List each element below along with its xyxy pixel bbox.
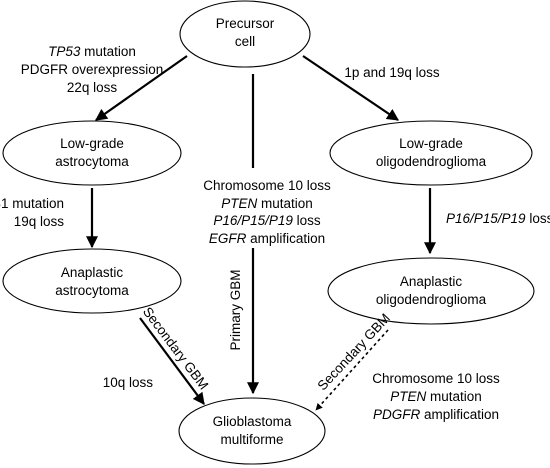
label-tp53-mutation: TP53 mutation [48,44,136,59]
node-low-grade-astrocytoma: Low-grade astrocytoma [2,120,182,186]
edge-precursor-to-low-grade-oligodendroglioma [302,55,399,121]
label-1p-19q-loss: 1p and 19q loss [344,65,440,80]
label-chromosome-10-loss-oligo: Chromosome 10 loss [372,371,500,386]
edge-anaplastic-astro-to-gbm [139,317,205,405]
node-anaplastic-astrocytoma-line-2: astrocytoma [55,283,129,298]
label-pten-mutation: PTEN mutation [221,196,313,211]
node-low-grade-oligodendroglioma: Low-grade oligodendroglioma [329,120,533,186]
label-precursor-to-astrocytoma: TP53 mutation PDGFR overexpression 22q l… [21,44,164,95]
node-glioblastoma-multiforme: Glioblastoma multiforme [178,397,326,465]
node-glioblastoma-multiforme-line-2: multiforme [220,432,283,447]
label-oligo-to-gbm-alterations: Chromosome 10 loss PTEN mutation PDGFR a… [372,371,500,422]
label-pdgfr-amplification: PDGFR amplification [373,407,499,422]
label-rb1-mutation: RB1 mutation [0,196,64,211]
label-19q-loss: 19q loss [14,214,65,229]
label-egfr-amplification: EGFR amplification [209,231,325,246]
node-anaplastic-oligodendroglioma-line-1: Anaplastic [400,274,463,289]
node-low-grade-astrocytoma-line-2: astrocytoma [55,154,129,169]
node-low-grade-astrocytoma-line-1: Low-grade [60,136,124,151]
label-primary-path-alterations: Chromosome 10 loss PTEN mutation P16/P15… [203,178,331,246]
label-primary-gbm: Primary GBM [228,270,243,351]
edge-precursor-to-low-grade-astrocytoma [95,55,188,121]
node-low-grade-oligodendroglioma-line-1: Low-grade [399,136,463,151]
label-p16-p15-p19-loss: P16/P15/P19 loss [213,213,321,228]
node-anaplastic-oligodendroglioma-line-2: oligodendroglioma [376,292,487,307]
label-pdgfr-overexpression: PDGFR overexpression [21,62,164,77]
label-astrocytoma-progression: RB1 mutation 19q loss [0,196,64,229]
label-10q-loss: 10q loss [103,375,154,390]
label-22q-loss: 22q loss [67,80,118,95]
node-glioblastoma-multiforme-line-1: Glioblastoma [213,414,292,429]
node-anaplastic-astrocytoma: Anaplastic astrocytoma [2,248,182,314]
node-anaplastic-oligodendroglioma: Anaplastic oligodendroglioma [327,257,535,325]
node-precursor-cell: Precursor cell [179,0,311,68]
node-anaplastic-astrocytoma-line-1: Anaplastic [61,265,124,280]
node-precursor-cell-line-1: Precursor [216,16,275,31]
label-pten-mutation-oligo: PTEN mutation [390,389,482,404]
node-low-grade-oligodendroglioma-line-2: oligodendroglioma [376,154,487,169]
label-chromosome-10-loss: Chromosome 10 loss [203,178,331,193]
label-oligo-p16-p15-p19-loss: P16/P15/P19 loss [446,211,550,226]
node-precursor-cell-line-2: cell [235,34,255,49]
